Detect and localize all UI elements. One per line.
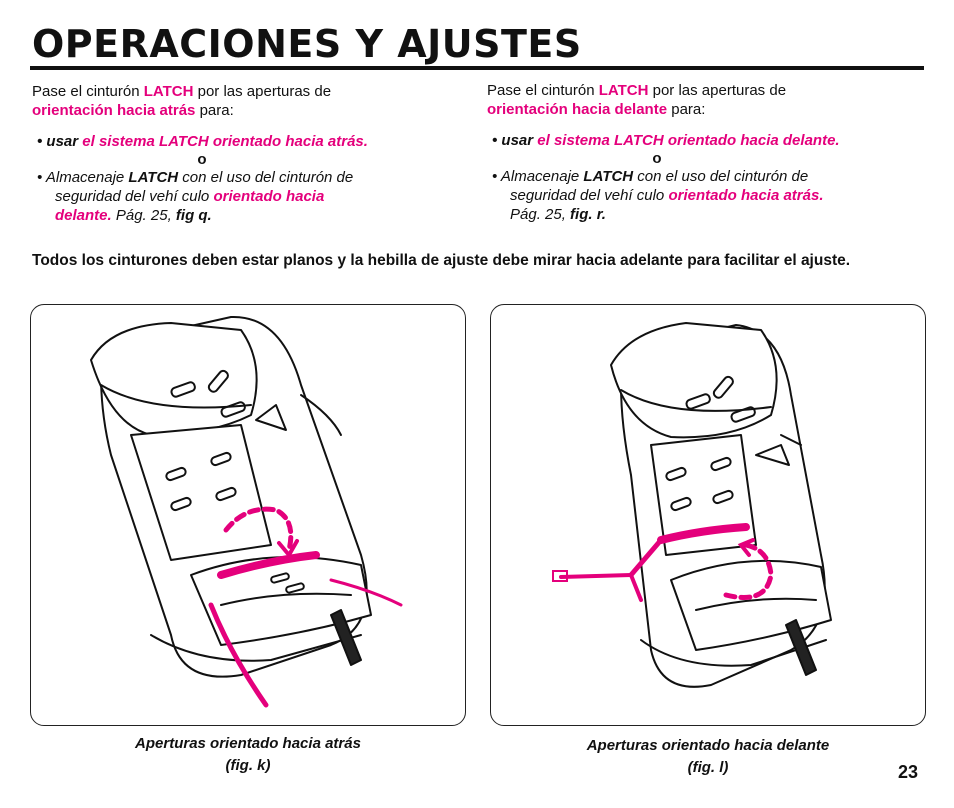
left-bullet-1: • usar el sistema LATCH orientado hacia …	[37, 133, 368, 150]
figure-l-panel	[490, 304, 926, 726]
right-bullet-1: • usar el sistema LATCH orientado hacia …	[492, 132, 840, 149]
left-intro: Pase el cinturón LATCH por las aperturas…	[32, 83, 332, 119]
left-instructions: Pase el cinturón LATCH por las aperturas…	[32, 82, 452, 225]
left-bullet-2: • Almacenaje LATCH con el uso del cintur…	[37, 169, 354, 224]
figure-k-panel	[30, 304, 466, 726]
right-bullet-2: • Almacenaje LATCH con el uso del cintur…	[492, 168, 824, 223]
figure-l-caption: Aperturas orientado hacia delante (fig. …	[586, 737, 830, 776]
left-or: o	[197, 151, 207, 168]
right-or: o	[652, 150, 662, 167]
page-number: 23	[898, 762, 919, 782]
title-rule	[30, 66, 924, 70]
figure-k-caption: Aperturas orientado hacia atrás (fig. k)	[135, 735, 361, 774]
right-intro: Pase el cinturón LATCH por las aperturas…	[487, 82, 787, 118]
belt-notice: Todos los cinturones deben estar planos …	[32, 252, 851, 269]
car-seat-rear-facing-illustration	[90, 315, 403, 708]
right-instructions: Pase el cinturón LATCH por las aperturas…	[487, 81, 907, 224]
car-seat-forward-facing-illustration	[552, 322, 832, 688]
page-title: OPERACIONES Y AJUSTES	[32, 22, 582, 66]
